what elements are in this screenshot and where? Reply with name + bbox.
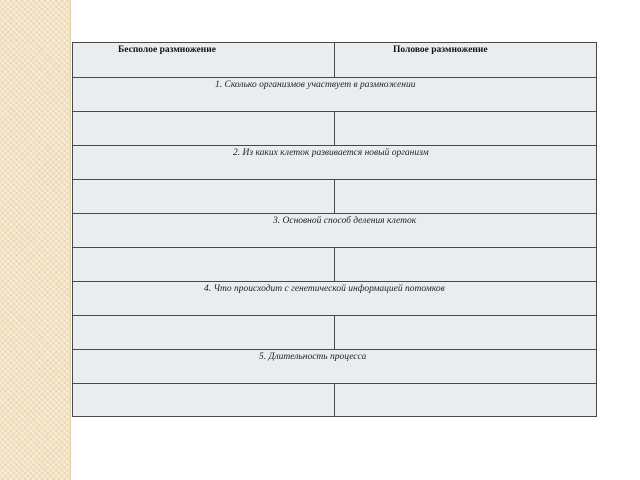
header-asexual: Бесполое размножение [118, 45, 216, 55]
header-cell-sexual: Половое размножение [335, 43, 596, 77]
answer-cell-sexual-4[interactable] [335, 316, 596, 349]
header-cell-asexual: Бесполое размножение [73, 43, 335, 77]
decorative-side-strip [0, 0, 71, 480]
answer-cell-sexual-1[interactable] [335, 112, 596, 145]
answer-row-1 [73, 111, 596, 145]
answer-cell-sexual-2[interactable] [335, 180, 596, 213]
question-row-3: 3. Основной способ деления клеток [73, 213, 596, 247]
answer-cell-sexual-3[interactable] [335, 248, 596, 281]
question-5: 5. Длительность процесса [259, 352, 367, 362]
answer-row-4 [73, 315, 596, 349]
comparison-table: Бесполое размножение Половое размножение… [72, 42, 597, 417]
question-row-4: 4. Что происходит с генетической информа… [73, 281, 596, 315]
question-row-5: 5. Длительность процесса [73, 349, 596, 383]
answer-cell-asexual-4[interactable] [73, 316, 335, 349]
question-row-1: 1. Сколько организмов участвует в размно… [73, 77, 596, 111]
answer-cell-sexual-5[interactable] [335, 384, 596, 416]
answer-row-2 [73, 179, 596, 213]
answer-cell-asexual-5[interactable] [73, 384, 335, 416]
answer-row-3 [73, 247, 596, 281]
question-2: 2. Из каких клеток развивается новый орг… [233, 148, 429, 158]
answer-row-5 [73, 383, 596, 416]
question-3: 3. Основной способ деления клеток [273, 216, 417, 226]
question-1: 1. Сколько организмов участвует в размно… [215, 80, 416, 90]
answer-cell-asexual-2[interactable] [73, 180, 335, 213]
question-4: 4. Что происходит с генетической информа… [204, 284, 445, 294]
answer-cell-asexual-1[interactable] [73, 112, 335, 145]
table-header-row: Бесполое размножение Половое размножение [73, 43, 596, 77]
question-row-2: 2. Из каких клеток развивается новый орг… [73, 145, 596, 179]
header-sexual: Половое размножение [393, 45, 488, 55]
answer-cell-asexual-3[interactable] [73, 248, 335, 281]
